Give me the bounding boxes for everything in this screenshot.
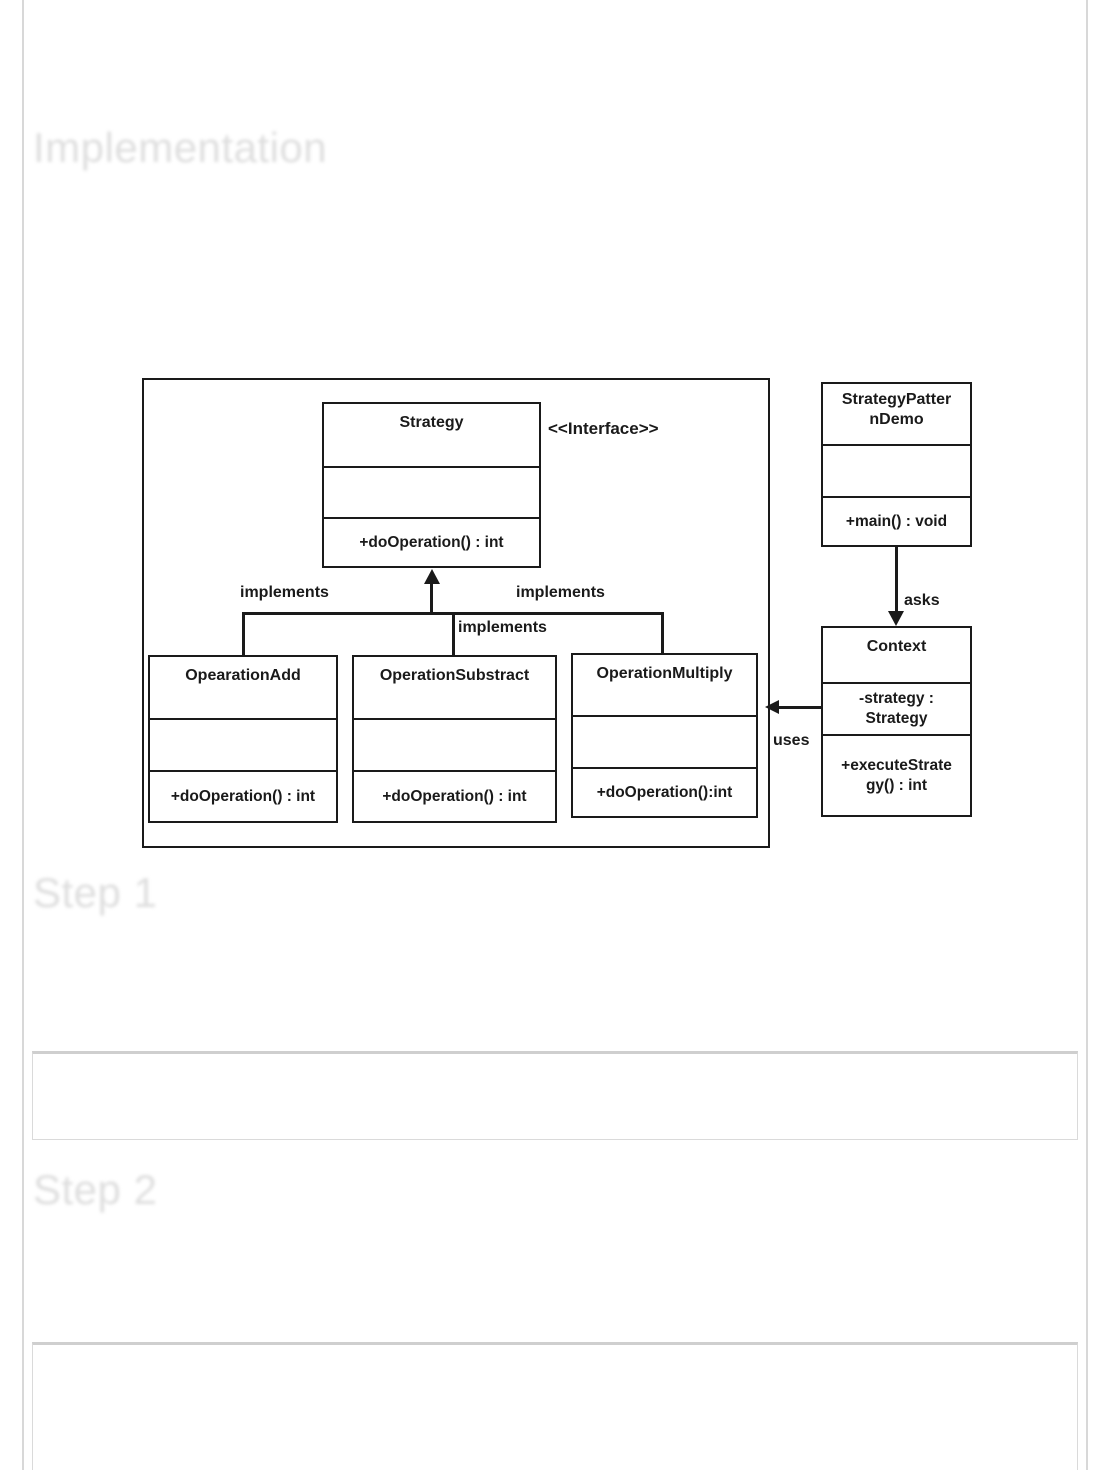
uml-class-operation-add: OpearationAdd +doOperation() : int — [148, 655, 338, 823]
step2-heading: Step 2 — [33, 1166, 158, 1213]
uses-arrowhead-icon — [765, 700, 779, 714]
uml-class-operation-multiply-methods: +doOperation():int — [573, 767, 756, 816]
uml-class-strategy-name: Strategy — [399, 414, 464, 431]
uml-class-operation-substract: OperationSubstract +doOperation() : int — [352, 655, 557, 823]
diagram-outer-frame — [142, 378, 770, 848]
uml-class-operation-substract-attributes — [354, 718, 555, 770]
asks-label: asks — [904, 592, 940, 609]
uml-class-strategy-pattern-demo: StrategyPatter nDemo +main() : void — [821, 382, 972, 547]
implementation-heading: Implementation — [33, 124, 328, 171]
uml-class-context: Context -strategy : Strategy +executeStr… — [821, 626, 972, 817]
uml-class-operation-multiply-name: OperationMultiply — [596, 665, 733, 682]
inheritance-arrowhead-icon — [424, 569, 440, 584]
content-column-right-border — [1086, 0, 1088, 1470]
inheritance-arrow-shaft — [430, 583, 433, 615]
content-column-left-border — [22, 0, 24, 1470]
uml-class-strategy-pattern-demo-methods: +main() : void — [823, 496, 970, 545]
step1-code-placeholder — [32, 1051, 1078, 1140]
implements-label-left: implements — [240, 584, 329, 601]
uml-class-context-methods: +executeStrate gy() : int — [823, 734, 970, 815]
uses-arrow-shaft — [778, 706, 821, 709]
implements-drop-line-right — [661, 612, 664, 655]
implements-label-middle: implements — [458, 619, 547, 636]
uml-class-strategy-pattern-demo-name: StrategyPatter nDemo — [841, 391, 952, 428]
asks-arrowhead-icon — [888, 611, 904, 626]
step1-heading: Step 1 — [33, 869, 158, 916]
uses-label: uses — [773, 732, 810, 749]
uml-class-operation-add-methods: +doOperation() : int — [150, 770, 336, 821]
uml-class-strategy-methods: +doOperation() : int — [324, 517, 539, 566]
uml-class-context-name: Context — [866, 638, 927, 655]
uml-class-operation-substract-name: OperationSubstract — [379, 667, 530, 684]
interface-stereotype-label: <<Interface>> — [548, 419, 659, 438]
uml-class-operation-add-name: OpearationAdd — [185, 667, 301, 684]
uml-class-strategy: Strategy +doOperation() : int — [322, 402, 541, 568]
uml-class-operation-multiply-attributes — [573, 715, 756, 767]
step2-code-placeholder — [32, 1342, 1078, 1470]
uml-class-context-attributes: -strategy : Strategy — [823, 682, 970, 734]
uml-class-strategy-pattern-demo-attributes — [823, 444, 970, 496]
implements-drop-line-left — [242, 612, 245, 657]
asks-arrow-shaft — [895, 547, 898, 613]
implements-label-right: implements — [516, 584, 605, 601]
uml-class-operation-add-attributes — [150, 718, 336, 770]
uml-class-strategy-attributes — [324, 466, 539, 517]
uml-class-operation-multiply: OperationMultiply +doOperation():int — [571, 653, 758, 818]
uml-class-operation-substract-methods: +doOperation() : int — [354, 770, 555, 821]
implements-drop-line-middle — [452, 612, 455, 657]
